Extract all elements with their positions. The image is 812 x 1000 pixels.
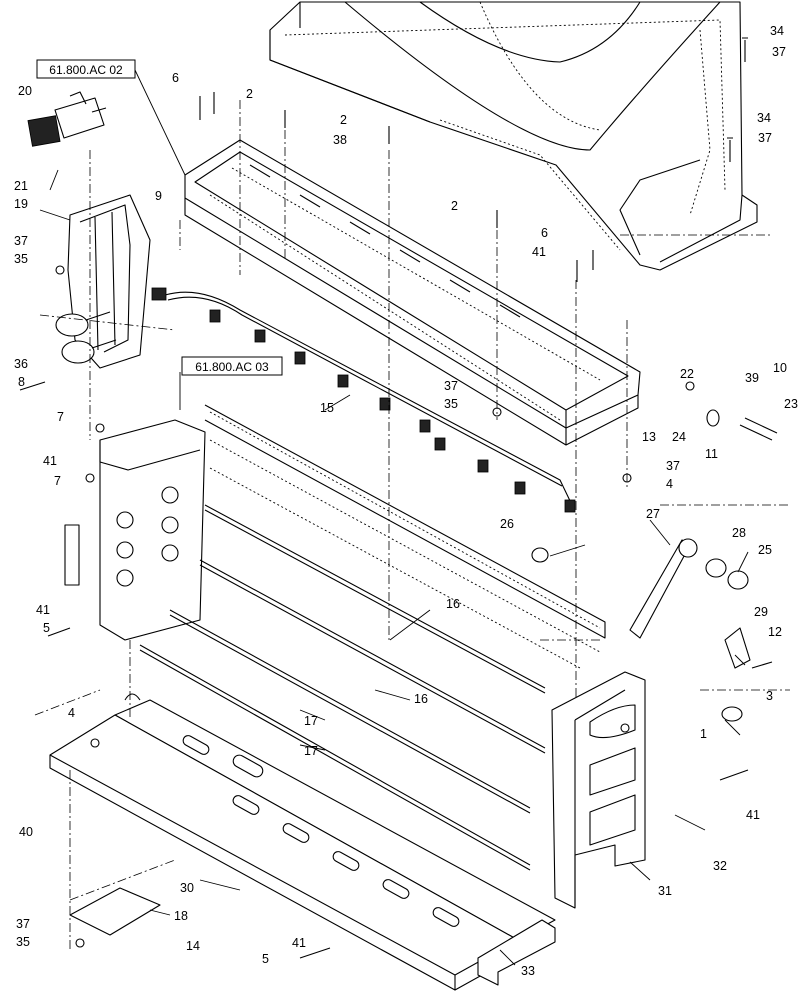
hopper	[269, 1, 758, 271]
reference-label: 61.800.AC 03	[195, 360, 269, 374]
callout-label: 7	[57, 410, 64, 424]
callout-label: 6	[541, 226, 548, 240]
callout-label: 32	[713, 859, 727, 873]
callout-label: 28	[732, 526, 746, 540]
callout-label: 23	[784, 397, 798, 411]
callout-label: 41	[532, 245, 546, 259]
callout-label: 2	[340, 113, 347, 127]
callout-label: 25	[758, 543, 772, 557]
callout-label: 2	[451, 199, 458, 213]
callout-label: 30	[180, 881, 194, 895]
callout-label: 3	[766, 689, 773, 703]
cover-plate	[69, 887, 161, 936]
callout-label: 35	[16, 935, 30, 949]
callout-label: 41	[36, 603, 50, 617]
callout-label: 22	[680, 367, 694, 381]
callout-label: 41	[292, 936, 306, 950]
callout-label: 7	[54, 474, 61, 488]
upper-frame	[184, 139, 641, 446]
callout-label: 39	[745, 371, 759, 385]
callout-label: 20	[18, 84, 32, 98]
callout-label: 35	[14, 252, 28, 266]
actuator-motor	[27, 91, 107, 147]
side-panel	[551, 671, 646, 909]
end-channel	[477, 919, 556, 986]
callout-label: 21	[14, 179, 28, 193]
callout-label: 41	[43, 454, 57, 468]
callout-label: 4	[68, 706, 75, 720]
callout-label: 14	[186, 939, 200, 953]
callout-label: 10	[773, 361, 787, 375]
fasteners	[19, 37, 773, 959]
callout-label: 33	[521, 964, 535, 978]
callout-label: 37	[758, 131, 772, 145]
callout-labels: 34 37 34 37 6 2 2 38 20 21 9 19 37 35 2 …	[14, 24, 798, 978]
callout-label: 8	[18, 375, 25, 389]
callout-label: 41	[746, 808, 760, 822]
callout-label: 26	[500, 517, 514, 531]
callout-label: 17	[304, 714, 318, 728]
valve-plate	[64, 419, 206, 641]
leader-lines	[39, 69, 749, 966]
callout-label: 27	[646, 507, 660, 521]
callout-label: 37	[666, 459, 680, 473]
callout-label: 37	[444, 379, 458, 393]
alignment-lines	[34, 100, 790, 950]
callout-label: 16	[414, 692, 428, 706]
callout-label: 17	[304, 744, 318, 758]
callout-label: 9	[155, 189, 162, 203]
rotor-shaft	[204, 404, 606, 669]
callout-label: 36	[14, 357, 28, 371]
callout-label: 31	[658, 884, 672, 898]
reference-box-ac03[interactable]: 61.800.AC 03	[181, 356, 283, 376]
callout-label: 29	[754, 605, 768, 619]
linkage-lever	[531, 409, 778, 722]
callout-label: 18	[174, 909, 188, 923]
callout-label: 13	[642, 430, 656, 444]
callout-label: 5	[262, 952, 269, 966]
callout-label: 35	[444, 397, 458, 411]
callout-label: 34	[757, 111, 771, 125]
callout-label: 24	[672, 430, 686, 444]
callout-label: 11	[705, 447, 718, 461]
wiring-harness	[151, 287, 576, 513]
callout-label: 38	[333, 133, 347, 147]
reference-label: 61.800.AC 02	[49, 63, 123, 77]
callout-label: 37	[14, 234, 28, 248]
rods	[139, 504, 546, 871]
callout-label: 5	[43, 621, 50, 635]
callout-label: 37	[16, 917, 30, 931]
callout-label: 16	[446, 597, 460, 611]
callout-label: 2	[246, 87, 253, 101]
callout-label: 40	[19, 825, 33, 839]
callout-label: 15	[320, 401, 334, 415]
callout-label: 34	[770, 24, 784, 38]
callout-label: 12	[768, 625, 782, 639]
actuator-housing	[55, 194, 151, 369]
callout-label: 4	[666, 477, 673, 491]
callout-label: 1	[700, 727, 707, 741]
callout-label: 37	[772, 45, 786, 59]
reference-box-ac02[interactable]: 61.800.AC 02	[36, 59, 136, 79]
callout-label: 19	[14, 197, 28, 211]
callout-label: 6	[172, 71, 179, 85]
